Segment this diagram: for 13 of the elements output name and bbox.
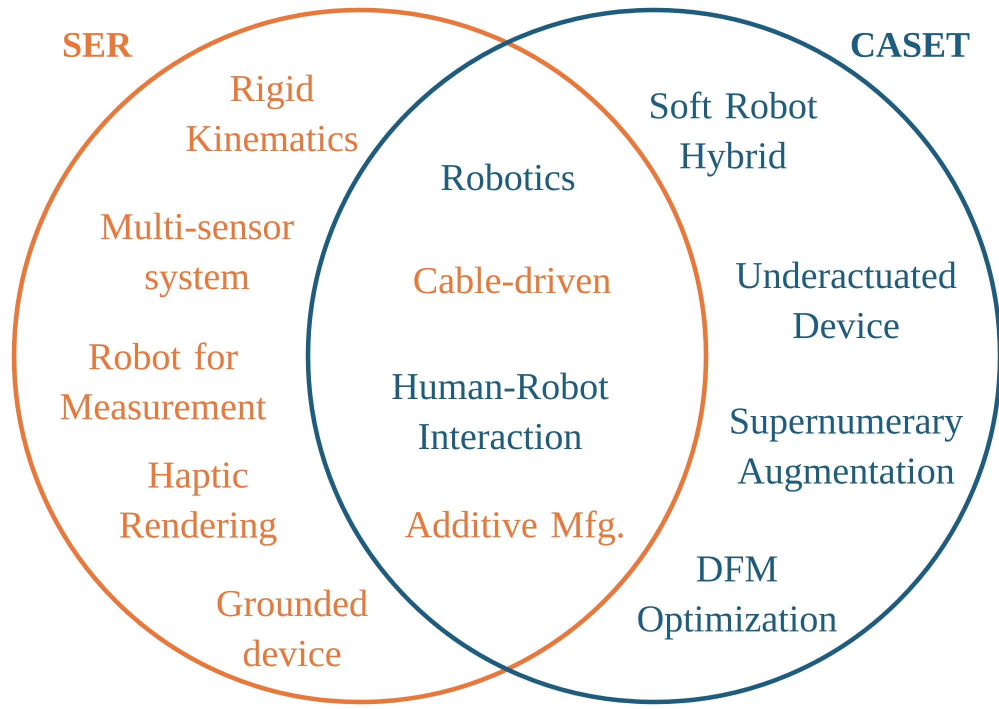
category-label: Supernumerary Augmentation [731,408,963,492]
category-label: Rigid Kinematics [186,74,358,152]
category-label: DFM Optimization [638,556,837,640]
category-label: Multi-sensor system [101,212,294,298]
category-label: Grounded device [218,590,368,666]
category-label: Haptic Rendering [120,462,276,546]
category-label: Human-Robot Interaction [392,372,608,450]
category-label: Additive Mfg. [405,510,623,546]
category-label: Soft Robot Hybrid [651,92,818,176]
category-label: Cable-driven [414,266,611,294]
category-label: Robotics [442,164,574,190]
category-label: Robot for Measurement [60,342,266,420]
category-label: Underactuated Device [736,262,956,338]
